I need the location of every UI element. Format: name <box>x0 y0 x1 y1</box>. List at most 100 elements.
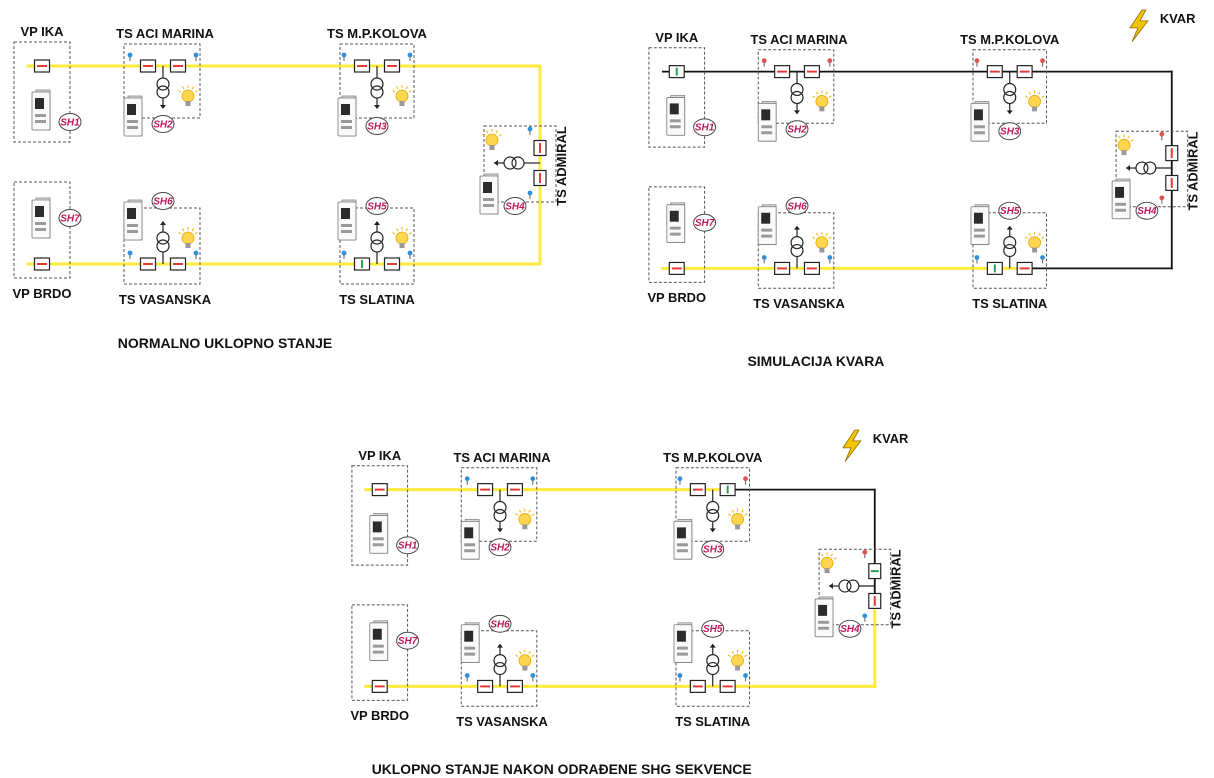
transformer-icon <box>156 221 170 253</box>
transformer-icon <box>370 221 384 253</box>
station-label-vp-brdo: VP BRDO <box>647 290 706 305</box>
rtu-device-icon <box>479 173 499 215</box>
sh-unit-label: SH1 <box>396 536 420 555</box>
lightbulb-icon <box>178 227 198 248</box>
station-label-vp-brdo: VP BRDO <box>13 286 72 301</box>
rtu-device-icon <box>369 620 389 661</box>
sh-unit-label: SH3 <box>998 122 1022 141</box>
lightbulb-icon <box>515 508 535 530</box>
rtu-device-icon <box>757 101 777 142</box>
rtu-device-icon <box>123 199 143 241</box>
sh-unit-label: SH5 <box>701 619 725 638</box>
transformer-icon <box>370 77 384 109</box>
circuit-breaker <box>506 483 523 497</box>
rtu-device-icon <box>31 89 51 131</box>
station-label-ts-mp-kolova: TS M.P.KOLOVA <box>663 450 762 465</box>
sh-unit-label: SH7 <box>693 213 717 232</box>
svg-text:SH3: SH3 <box>1000 127 1020 138</box>
circuit-breaker <box>33 257 51 271</box>
lightbulb-icon <box>727 649 748 671</box>
circuit-breaker <box>986 261 1003 275</box>
fault-indicator <box>407 250 413 259</box>
substation-boundary <box>1115 130 1189 208</box>
sh-unit-label: SH1 <box>693 118 717 137</box>
rtu-device-icon <box>460 622 480 663</box>
rtu-device-icon <box>673 622 693 663</box>
station-label-ts-aci-marina: TS ACI MARINA <box>750 32 847 47</box>
substation-boundary <box>648 47 706 148</box>
svg-text:SH1: SH1 <box>398 541 417 552</box>
svg-text:SH4: SH4 <box>1137 206 1157 217</box>
sh-unit-label: SH5 <box>365 197 389 215</box>
svg-text:SH7: SH7 <box>695 218 715 229</box>
svg-text:SH2: SH2 <box>787 125 807 136</box>
lightbulb-icon <box>1024 231 1045 253</box>
fault-indicator <box>677 476 683 485</box>
transformer-icon <box>706 643 720 676</box>
lightbulb-icon <box>392 85 412 106</box>
circuit-breaker <box>477 483 494 497</box>
fault-indicator <box>827 255 833 264</box>
svg-text:SH5: SH5 <box>1000 206 1020 217</box>
fault-indicator <box>974 255 980 264</box>
svg-text:SH6: SH6 <box>787 201 807 212</box>
svg-text:SH7: SH7 <box>60 214 80 225</box>
lightbulb-icon <box>178 85 198 106</box>
circuit-breaker <box>371 679 388 693</box>
circuit-breaker <box>868 592 882 609</box>
sh-unit-label: SH4 <box>503 197 527 215</box>
sh-unit-label: SH7 <box>58 209 82 227</box>
rtu-device-icon <box>123 95 143 137</box>
transformer-icon <box>790 82 804 115</box>
svg-text:SH4: SH4 <box>840 624 860 635</box>
fault-indicator <box>193 250 199 259</box>
fault-indicator <box>677 673 683 682</box>
station-label-ts-vasanska: TS VASANSKA <box>456 714 548 729</box>
rtu-device-icon <box>757 204 777 245</box>
fault-indicator <box>1159 131 1165 141</box>
circuit-breaker <box>353 59 371 73</box>
rtu-device-icon <box>337 199 357 241</box>
rtu-device-icon <box>814 596 834 638</box>
circuit-breaker <box>986 65 1003 79</box>
sh-unit-label: SH1 <box>58 113 82 131</box>
circuit-breaker <box>139 257 157 271</box>
substation-boundary <box>13 41 71 143</box>
sh-unit-label: SH6 <box>151 192 175 210</box>
station-label-ts-slatina: TS SLATINA <box>339 292 415 307</box>
station-label-vp-ika: VP IKA <box>20 24 64 39</box>
fault-label: KVAR <box>1160 11 1196 26</box>
rtu-device-icon <box>1111 178 1131 220</box>
station-label-vp-ika: VP IKA <box>655 30 698 45</box>
circuit-breaker <box>383 59 401 73</box>
svg-text:SH6: SH6 <box>153 197 173 208</box>
svg-text:SH1: SH1 <box>695 123 714 134</box>
fault-indicator <box>193 52 199 61</box>
sh-unit-label: SH5 <box>998 201 1022 220</box>
fault-indicator <box>1040 58 1045 67</box>
sh-unit-label: SH6 <box>785 196 809 215</box>
fault-indicator <box>464 476 470 485</box>
fault-lightning-icon <box>1129 9 1149 43</box>
substation-boundary <box>13 181 71 279</box>
substation-boundary <box>483 125 557 203</box>
circuit-breaker <box>169 59 187 73</box>
sh-unit-label: SH6 <box>488 614 512 633</box>
station-label-ts-vasanska: TS VASANSKA <box>753 296 845 311</box>
transformer-icon <box>829 579 860 593</box>
rtu-device-icon <box>666 95 686 136</box>
transformer-icon <box>1003 82 1017 115</box>
circuit-breaker <box>803 65 820 79</box>
lightbulb-icon <box>817 552 837 574</box>
fault-indicator <box>341 52 347 61</box>
svg-text:SH5: SH5 <box>703 624 723 635</box>
circuit-breaker <box>1016 65 1033 79</box>
lightbulb-icon <box>727 508 748 530</box>
lightbulb-icon <box>515 649 535 671</box>
diagram-caption: SIMULACIJA KVARA <box>748 353 885 369</box>
transformer-icon <box>1003 225 1017 258</box>
sh-unit-label: SH2 <box>785 120 809 139</box>
rtu-device-icon <box>31 197 51 239</box>
